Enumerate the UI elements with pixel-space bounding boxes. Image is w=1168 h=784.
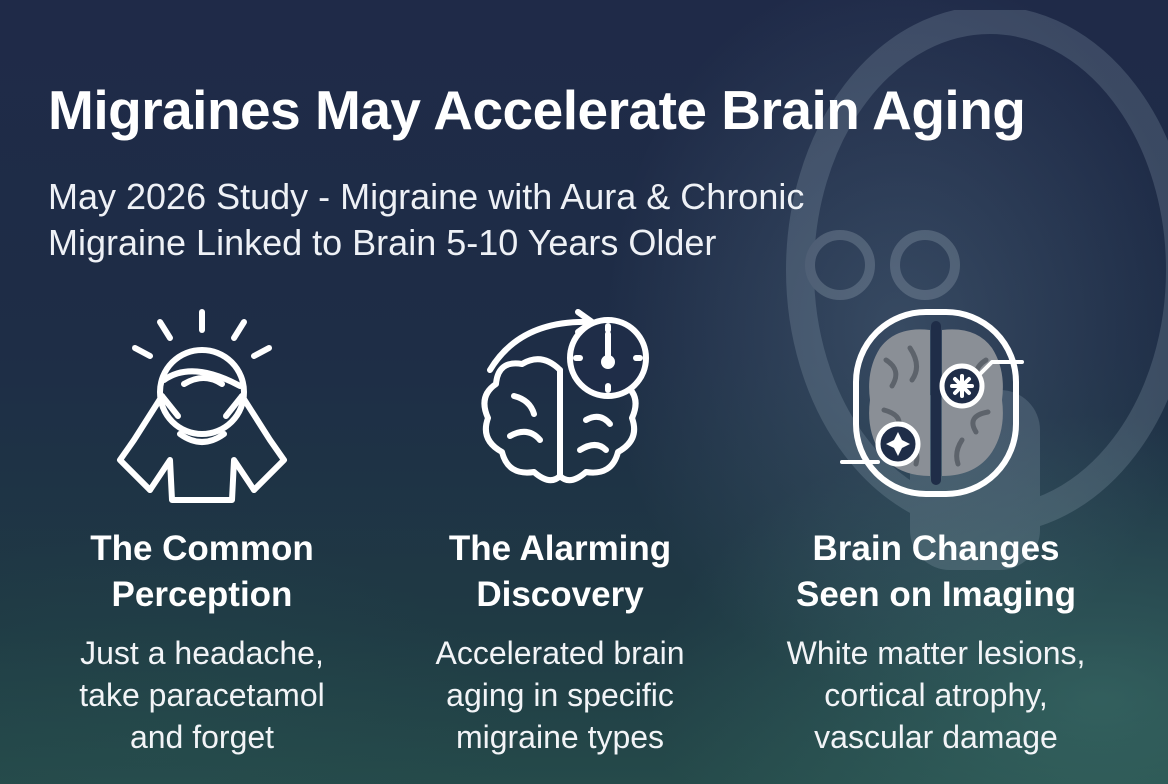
card-description-line: Just a headache, bbox=[80, 635, 324, 671]
headache-person-icon bbox=[117, 309, 287, 503]
card-description-line: vascular damage bbox=[814, 719, 1058, 755]
card-description-line: and forget bbox=[129, 719, 275, 755]
card-description: Accelerated brain aging in specific migr… bbox=[370, 632, 750, 758]
card-description: White matter lesions, cortical atrophy, … bbox=[746, 632, 1126, 758]
brain-clock-icon bbox=[481, 309, 649, 484]
subtitle-line: Migraine Linked to Brain 5-10 Years Olde… bbox=[48, 222, 717, 263]
card-heading-line: The Common bbox=[90, 529, 314, 568]
subtitle-line: May 2026 Study - Migraine with Aura & Ch… bbox=[48, 176, 805, 217]
page-title: Migraines May Accelerate Brain Aging bbox=[48, 79, 1026, 141]
card-description-line: migraine types bbox=[455, 719, 665, 755]
card-description-line: White matter lesions, bbox=[786, 635, 1086, 671]
card-alarming-discovery: The Alarming Discovery Accelerated brain… bbox=[370, 300, 750, 755]
card-description-line: take paracetamol bbox=[79, 677, 325, 713]
card-description-line: aging in specific bbox=[446, 677, 674, 713]
card-description-line: cortical atrophy, bbox=[824, 677, 1048, 713]
card-heading-line: The Alarming bbox=[448, 529, 672, 568]
card-brain-changes: Brain Changes Seen on Imaging White matt… bbox=[746, 300, 1126, 755]
card-heading-line: Seen on Imaging bbox=[795, 575, 1077, 614]
card-heading-line: Perception bbox=[111, 575, 293, 614]
card-heading: The Common Perception bbox=[12, 526, 392, 618]
card-heading-line: Discovery bbox=[476, 575, 644, 614]
page-subtitle: May 2026 Study - Migraine with Aura & Ch… bbox=[48, 174, 1048, 266]
card-common-perception: The Common Perception Just a headache, t… bbox=[12, 300, 392, 755]
card-heading: The Alarming Discovery bbox=[370, 526, 750, 618]
card-description-line: Accelerated brain bbox=[435, 635, 685, 671]
card-heading-line: Brain Changes bbox=[812, 529, 1060, 568]
card-description: Just a headache, take paracetamol and fo… bbox=[12, 632, 392, 758]
brain-scan-icon bbox=[840, 309, 1024, 497]
card-heading: Brain Changes Seen on Imaging bbox=[746, 526, 1126, 618]
